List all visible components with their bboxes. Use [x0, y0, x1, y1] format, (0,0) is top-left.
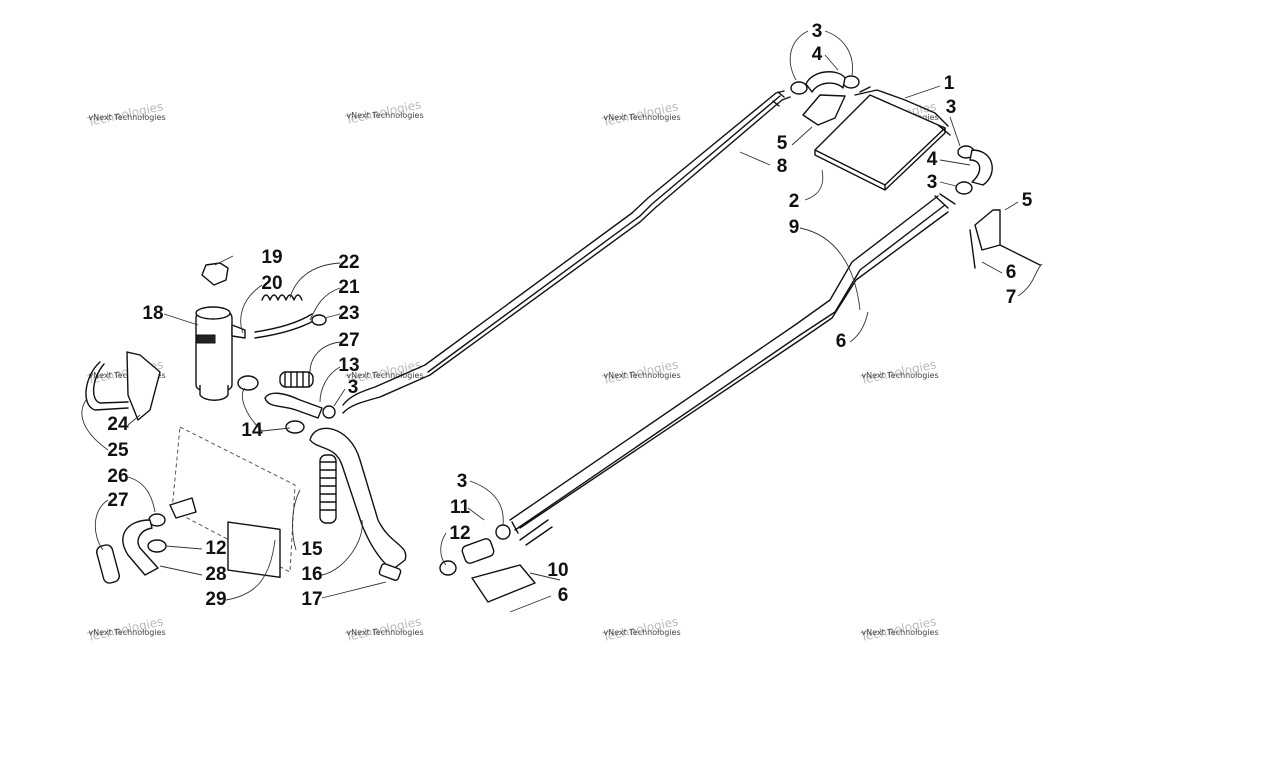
- hose-13: [237, 375, 336, 434]
- spring-coil-27-lower: [96, 544, 120, 584]
- callout-23: 23: [338, 303, 359, 324]
- callout-1: 1: [944, 73, 955, 94]
- hose-28: [122, 519, 159, 576]
- callout-7: 7: [1006, 287, 1017, 308]
- watermark: Technologies vNext Technologies: [600, 357, 680, 387]
- svg-text:vNext Technologies: vNext Technologies: [603, 113, 680, 122]
- callout-10: 10: [547, 560, 568, 581]
- svg-text:vNext Technologies: vNext Technologies: [88, 113, 165, 122]
- svg-text:vNext Technologies: vNext Technologies: [346, 371, 423, 380]
- callout-3: 3: [812, 21, 823, 42]
- watermark: Technologies vNext Technologies: [858, 357, 938, 387]
- hose-11: [439, 524, 511, 576]
- callout-2: 2: [789, 191, 800, 212]
- callout-12: 12: [205, 538, 226, 559]
- bracket-right: [969, 209, 1041, 269]
- strap-25: [85, 361, 129, 411]
- callout-4: 4: [812, 44, 823, 65]
- watermark: Technologies vNext Technologies: [85, 99, 165, 129]
- callout-25: 25: [107, 440, 129, 461]
- fitting-17: [378, 563, 402, 581]
- spring-coil-27: [279, 371, 314, 388]
- callout-27: 27: [107, 490, 128, 511]
- clamp-12-lower: [147, 539, 167, 553]
- callout-9: 9: [789, 217, 800, 238]
- svg-text:vNext Technologies: vNext Technologies: [346, 628, 423, 637]
- spring-coil-22: [261, 294, 303, 301]
- callout-21: 21: [338, 277, 360, 298]
- watermark: Technologies vNext Technologies: [343, 614, 423, 644]
- callout-17: 17: [301, 589, 322, 610]
- callout-19: 19: [261, 247, 282, 268]
- callout-29: 29: [205, 589, 226, 610]
- callout-20: 20: [261, 273, 282, 294]
- callout-28: 28: [205, 564, 226, 585]
- callout-11: 11: [450, 497, 471, 518]
- callout-26: 26: [107, 466, 128, 487]
- callout-15: 15: [301, 539, 323, 560]
- coolant-reservoir: [195, 306, 246, 401]
- radiator-panel: [171, 426, 296, 579]
- watermark: Technologies vNext Technologies: [343, 97, 423, 127]
- heat-exchanger-tube-upper: [342, 90, 791, 414]
- callout-24: 24: [107, 414, 129, 435]
- callout-8: 8: [777, 156, 788, 177]
- callout-3: 3: [457, 471, 468, 492]
- callout-6: 6: [836, 331, 847, 352]
- callout-3: 3: [927, 172, 938, 193]
- hose-16: [309, 427, 407, 571]
- svg-text:vNext Technologies: vNext Technologies: [603, 371, 680, 380]
- callout-5: 5: [1022, 190, 1033, 211]
- bracket-10: [471, 564, 536, 603]
- callout-3: 3: [348, 377, 359, 398]
- svg-text:vNext Technologies: vNext Technologies: [346, 111, 423, 120]
- callout-27: 27: [338, 330, 359, 351]
- spring-coil-15: [319, 454, 337, 524]
- svg-text:vNext Technologies: vNext Technologies: [88, 628, 165, 637]
- callout-6: 6: [1006, 262, 1017, 283]
- front-heat-exchanger: [814, 86, 951, 191]
- callout-16: 16: [301, 564, 322, 585]
- callout-5: 5: [777, 133, 788, 154]
- callout-18: 18: [142, 303, 163, 324]
- reservoir-cap: [201, 262, 229, 286]
- fitting-26: [148, 497, 197, 527]
- callout-14: 14: [241, 420, 263, 441]
- svg-text:vNext Technologies: vNext Technologies: [861, 628, 938, 637]
- callout-12: 12: [449, 523, 470, 544]
- svg-text:vNext Technologies: vNext Technologies: [603, 628, 680, 637]
- watermark: Technologies vNext Technologies: [858, 614, 938, 644]
- callout-6: 6: [558, 585, 569, 606]
- svg-text:vNext Technologies: vNext Technologies: [861, 371, 938, 380]
- leader-lines: [81, 30, 1043, 613]
- callout-4: 4: [927, 149, 938, 170]
- hose-clamps-top: [790, 71, 993, 195]
- callout-labels: 1 2 3 3 3 3 3 4 4 5 5 6 6 6 7 8 9 10 11 …: [107, 21, 1032, 610]
- callout-3: 3: [946, 97, 957, 118]
- heat-exchanger-tube-lower: [509, 193, 956, 546]
- bracket-top: [802, 94, 846, 126]
- watermark: Technologies vNext Technologies: [600, 99, 680, 129]
- callout-22: 22: [338, 252, 359, 273]
- watermark: Technologies vNext Technologies: [85, 614, 165, 644]
- vent-hose: [254, 313, 327, 339]
- watermark: Technologies vNext Technologies: [600, 614, 680, 644]
- callout-13: 13: [338, 355, 359, 376]
- shroud-24: [126, 351, 161, 421]
